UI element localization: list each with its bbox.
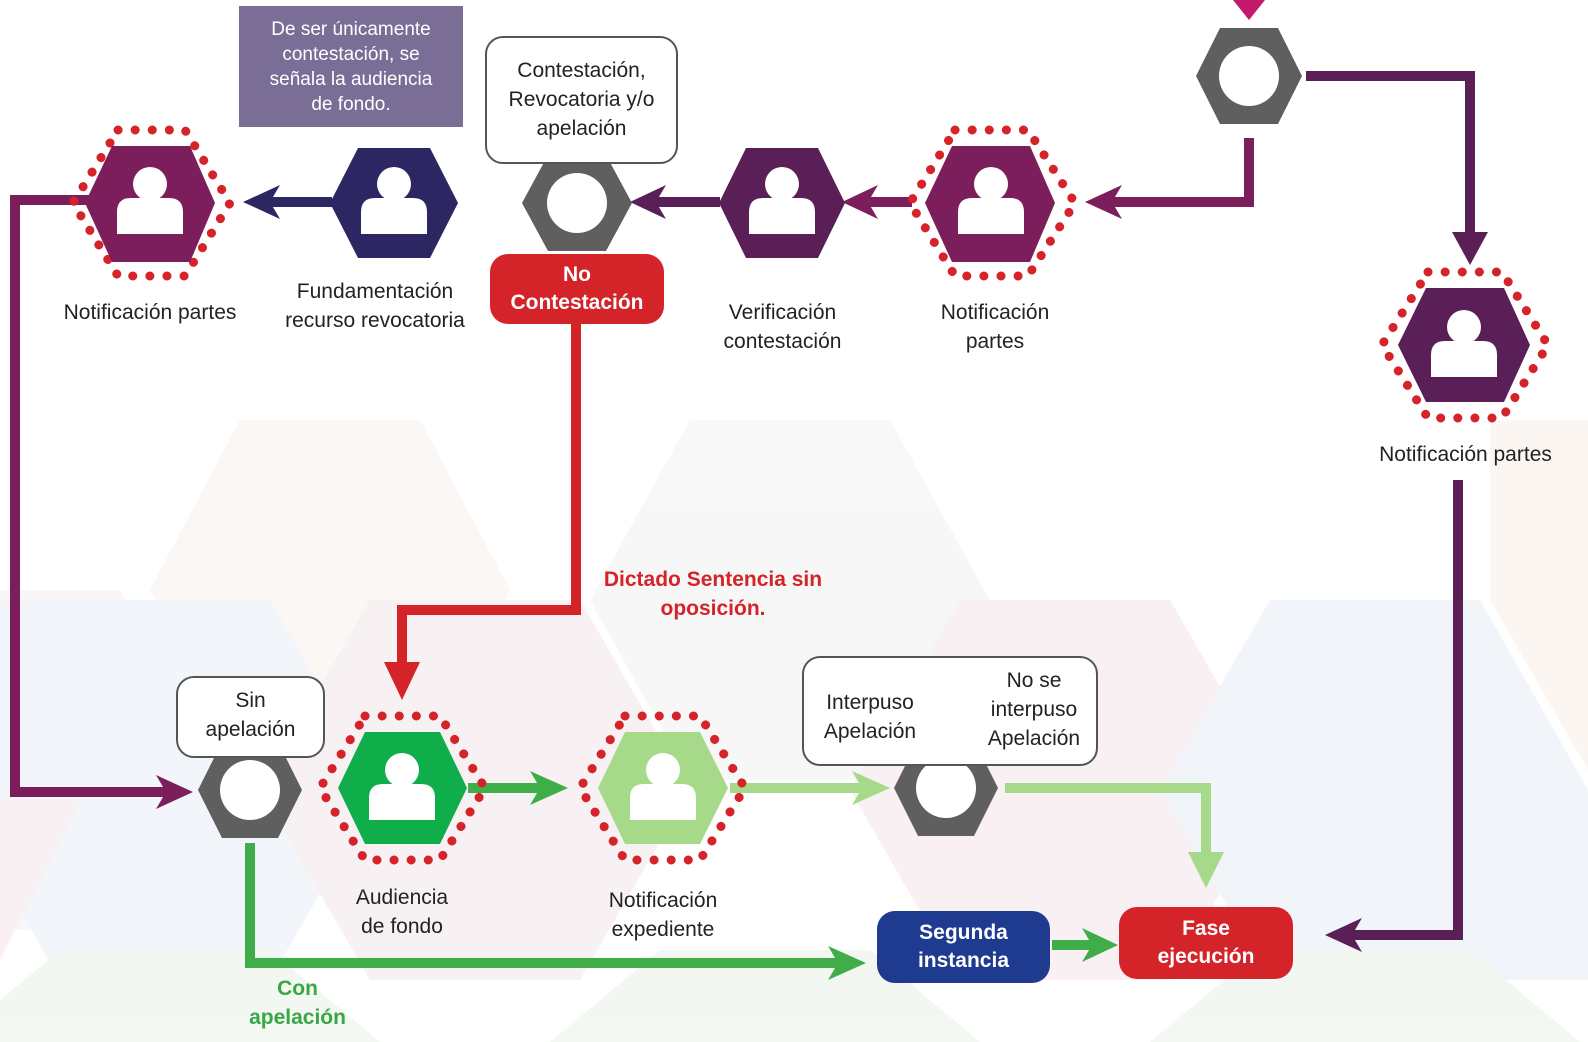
pill-line: instancia (917, 949, 1010, 972)
arrowhead-left (243, 185, 280, 219)
bubble-line: Sin (235, 689, 266, 712)
label-line: expediente (611, 918, 715, 941)
arrowhead-right (828, 946, 866, 980)
note-line: señala la audiencia (269, 68, 433, 90)
label-line: contestación (723, 330, 842, 353)
arrowhead-down (384, 662, 420, 700)
arrowhead-left (1085, 185, 1122, 219)
arrowhead-right (1082, 928, 1118, 962)
con-apelacion-annotation: Con apelación (225, 974, 370, 1032)
fase-ejecucion-pill: Fase ejecución (1119, 907, 1293, 979)
notificacion-partes-mid-node (904, 125, 1081, 281)
arrowhead-down (1452, 232, 1488, 265)
pill-line: Segunda (919, 921, 1008, 944)
pill-line: ejecución (1157, 945, 1255, 968)
gear-decision-sin-apelacion (198, 742, 302, 838)
label-line: Notificación (940, 301, 1050, 324)
bubble-line: Apelación (823, 720, 917, 743)
bubble-line: Contestación, (517, 59, 646, 82)
top-incoming-arrowhead (1233, 0, 1265, 20)
notificacion-expediente-node (574, 711, 751, 865)
label-line: Notificación partes (1379, 443, 1552, 466)
gear-decision-top-right (1196, 28, 1302, 124)
note-line: De ser únicamente (271, 18, 431, 40)
bubble-line: No se (1006, 669, 1062, 692)
label-line: Fundamentación (296, 280, 454, 303)
arrowhead-left (630, 185, 666, 219)
notificacion-partes-left-node (67, 125, 236, 281)
label-line: Verificación (728, 301, 837, 324)
audiencia-node (314, 711, 491, 865)
annotation-line: oposición. (660, 597, 766, 620)
gear-decision-contestacion (522, 155, 632, 251)
dictado-sentencia-annotation: Dictado Sentencia sin oposición. (575, 565, 851, 623)
fundamentacion-node (330, 148, 458, 258)
arrowhead-right (530, 771, 568, 805)
connector-gear-to-notif-right (1306, 71, 1475, 250)
note-line: de fondo. (311, 93, 391, 115)
connector-gear-sin-to-segunda (245, 843, 845, 968)
notificacion-partes-right-label: Notificación partes (1358, 440, 1573, 469)
arrowhead-left (842, 185, 878, 219)
notificacion-expediente-label: Notificación expediente (578, 886, 748, 944)
bubble-line: apelación (205, 718, 296, 741)
contestacion-bubble: Contestación, Revocatoria y/o apelación (485, 36, 678, 164)
annotation-line: Dictado Sentencia sin (603, 568, 823, 591)
notificacion-partes-right-node (1376, 267, 1554, 423)
verificacion-label: Verificación contestación (680, 298, 885, 356)
pill-line: Fase (1182, 917, 1230, 940)
notificacion-partes-mid-label: Notificación partes (900, 298, 1090, 356)
label-line: de fondo (361, 915, 443, 938)
label-line: partes (965, 330, 1025, 353)
bubble-line: Interpuso (826, 691, 914, 714)
verificacion-node (719, 148, 845, 258)
bubble-line: interpuso (990, 698, 1078, 721)
annotation-line: apelación (249, 1006, 346, 1029)
notificacion-partes-left-label: Notificación partes (40, 298, 260, 327)
connector-notif-left-to-gear-sin (10, 195, 170, 797)
bubble-line: apelación (536, 117, 627, 140)
arrowhead-right (156, 775, 193, 809)
annotation-line: Con (277, 977, 318, 1000)
segunda-instancia-pill: Segunda instancia (877, 911, 1050, 983)
arrowhead-right (852, 771, 890, 805)
connector-gear-to-fase (1005, 783, 1211, 860)
audiencia-label: Audiencia de fondo (322, 883, 482, 941)
pill-line: No (563, 263, 591, 286)
arrowhead-left (1325, 918, 1362, 952)
label-line: recurso revocatoria (285, 309, 465, 332)
sin-apelacion-bubble: Sin apelación (176, 676, 325, 758)
connector-no-contestacion-to-audiencia (397, 320, 581, 670)
apelacion-bubble: Interpuso Apelación No se interpuso Apel… (802, 656, 1098, 766)
label-line: Notificación partes (63, 301, 237, 324)
pill-line: Contestación (510, 291, 644, 314)
fundamentacion-label: Fundamentación recurso revocatoria (265, 277, 485, 335)
label-line: Notificación (608, 889, 718, 912)
bubble-line: Revocatoria y/o (508, 88, 655, 111)
note-line: contestación, se (282, 43, 420, 65)
bubble-line: Apelación (987, 727, 1081, 750)
connector-gear-to-notif-mid (1100, 138, 1254, 207)
label-line: Audiencia (355, 886, 449, 909)
note-box: De ser únicamente contestación, se señal… (239, 6, 463, 127)
no-contestacion-pill: No Contestación (490, 254, 664, 324)
connector-notif-right-to-fase (1345, 480, 1463, 940)
arrowhead-down (1188, 852, 1224, 888)
